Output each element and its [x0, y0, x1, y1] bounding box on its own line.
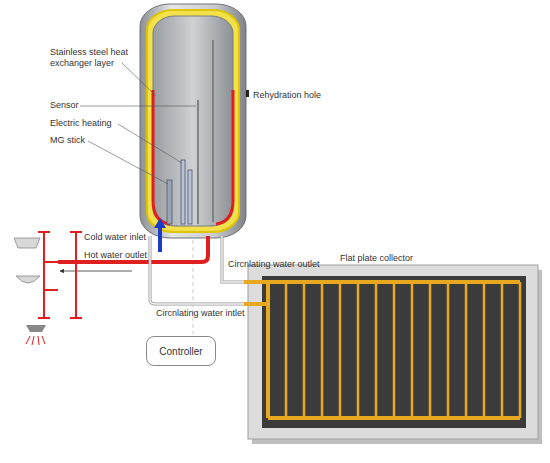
pipe-label: Cold water inlet — [84, 232, 146, 243]
part-label: Sensor — [50, 100, 79, 111]
riser-tube — [519, 282, 522, 418]
pipe-label: Circnlating water outlet — [228, 259, 320, 270]
circulating-inlet-pipe — [150, 236, 250, 304]
riser-tube — [266, 282, 270, 418]
riser-tube — [285, 282, 288, 418]
cold-inlet-pipe — [158, 226, 162, 252]
tank-shell — [140, 4, 246, 238]
part-label: Stainless steel heat exchanger layer — [50, 47, 130, 69]
leader-line — [88, 141, 168, 184]
cold-inlet-arrow — [154, 218, 166, 228]
circulating-inlet-pipe — [150, 236, 250, 304]
sensor-probe — [197, 100, 198, 224]
pipe-label: Circnlating water intlet — [156, 308, 245, 319]
shower-head — [26, 325, 46, 332]
electric-heating — [181, 160, 185, 224]
guide-line — [193, 240, 194, 334]
shower-drops — [26, 336, 45, 345]
insulation-layer — [147, 10, 239, 232]
riser-tube — [339, 282, 342, 418]
riser-tube — [375, 282, 378, 418]
riser-tube — [411, 282, 414, 418]
riser-tube — [429, 282, 432, 418]
collector-risers — [244, 282, 520, 418]
riser-tube — [465, 282, 468, 418]
supply-frame — [38, 232, 82, 318]
basin-icon — [16, 276, 40, 283]
leader-line — [118, 124, 182, 163]
collector-label: Flat plate collector — [340, 253, 413, 264]
electric-heating — [188, 170, 192, 224]
inner-tank — [153, 16, 233, 226]
sink-icon — [14, 238, 40, 248]
riser-tube — [321, 282, 324, 418]
pipe-inner — [212, 40, 214, 222]
controller-label: Controller — [159, 346, 202, 357]
riser-tube — [393, 282, 396, 418]
riser-tube — [357, 282, 360, 418]
rehydration-hole — [246, 90, 249, 97]
collector-frame — [248, 265, 538, 439]
leader-line — [80, 106, 196, 107]
riser-tube — [303, 282, 306, 418]
pipe-label: Hot water outlet — [84, 250, 147, 261]
part-label: MG stick — [50, 135, 85, 146]
outlet-arrow — [60, 271, 132, 272]
controller-box: Controller — [146, 336, 216, 366]
collector-shadow — [252, 270, 542, 444]
riser-tube — [447, 282, 450, 418]
part-label: Electric heating — [50, 118, 112, 129]
absorber-plate — [262, 276, 526, 428]
collector-panel: Flat plate collector — [248, 265, 538, 439]
heat-exchanger-layer — [216, 90, 233, 224]
riser-tube — [483, 282, 486, 418]
part-label: Rehydration hole — [253, 90, 321, 101]
mg-stick — [167, 180, 172, 224]
riser-tube — [501, 282, 504, 418]
leader-line — [122, 63, 156, 96]
